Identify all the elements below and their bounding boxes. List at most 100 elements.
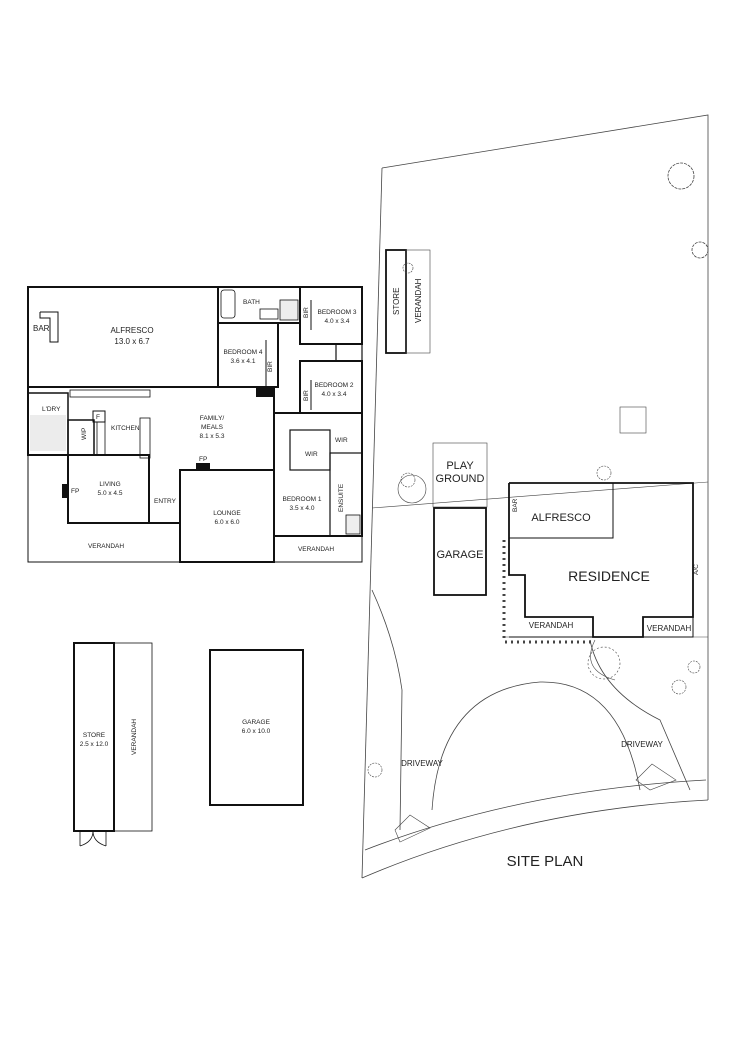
front-boundary-inner — [364, 779, 707, 851]
house-labels: ALFRESCO 13.0 x 6.7 BAR BATH BEDROOM 3 4… — [33, 299, 357, 553]
wip-label: WIP — [81, 428, 88, 440]
wir1-room — [289, 429, 331, 471]
site-alfresco-label: ALFRESCO — [531, 512, 591, 524]
bar-label: BAR — [33, 324, 50, 333]
entry-label: ENTRY — [154, 498, 177, 505]
garden-curve — [590, 639, 616, 681]
tree-5 — [596, 465, 612, 481]
bedroom4-size: 3.6 x 4.1 — [231, 358, 256, 365]
garage-size: 6.0 x 10.0 — [242, 728, 271, 735]
site-verandah-label: VERANDAH — [414, 278, 423, 323]
alfresco-label: ALFRESCO — [110, 326, 153, 335]
tree-1 — [667, 162, 695, 190]
vanity — [259, 308, 279, 320]
kitchen-bench-top — [69, 389, 151, 398]
site-verandah-right — [642, 616, 694, 638]
fp-family-label: FP — [199, 456, 207, 463]
site-plan — [361, 114, 709, 879]
tree-3 — [402, 262, 414, 274]
site-garage — [433, 507, 487, 596]
driveway-right-label: DRIVEWAY — [621, 740, 663, 749]
laundry-floor — [30, 415, 66, 451]
site-labels: STORE VERANDAH PLAY GROUND GARAGE ALFRES… — [392, 278, 700, 870]
wc-room — [335, 343, 363, 362]
garage-label: GARAGE — [242, 719, 270, 726]
residence-label: RESIDENCE — [568, 568, 650, 584]
driveway-pad-left — [394, 814, 431, 843]
alfresco-size: 13.0 x 6.7 — [114, 337, 150, 346]
tree-4 — [400, 472, 416, 488]
play-ground — [432, 442, 488, 508]
driveway-right — [589, 639, 691, 791]
ac-label: A/C — [693, 564, 700, 575]
bedroom2-size: 4.0 x 3.4 — [322, 391, 347, 398]
property-boundary-left — [361, 167, 383, 879]
site-verandah — [405, 249, 431, 354]
lounge-size: 6.0 x 6.0 — [215, 519, 240, 526]
site-square — [619, 406, 647, 434]
bedroom4-label: BEDROOM 4 — [223, 349, 262, 356]
living-label: LIVING — [99, 481, 120, 488]
bedroom3-room — [299, 286, 363, 345]
store-label: STORE — [83, 732, 106, 739]
site-verandah-front-label: VERANDAH — [529, 621, 574, 630]
garden-cluster — [587, 646, 621, 680]
ensuite-label: ENSUITE — [338, 483, 345, 512]
residence-outline — [508, 482, 694, 638]
bedroom3-label: BEDROOM 3 — [317, 309, 356, 316]
bedroom1-label: BEDROOM 1 — [282, 496, 321, 503]
site-garage-label: GARAGE — [436, 549, 483, 561]
living-size: 5.0 x 4.5 — [98, 490, 123, 497]
store-building — [73, 642, 153, 847]
tree-2 — [691, 241, 709, 259]
front-boundary — [361, 799, 709, 879]
driveway-pad-right — [635, 763, 677, 791]
store-size: 2.5 x 12.0 — [80, 741, 109, 748]
store-verandah-label: VERANDAH — [131, 719, 138, 755]
play-label: PLAY — [446, 460, 474, 472]
garage-building — [209, 649, 304, 806]
ground-label: GROUND — [436, 473, 485, 485]
meals-label: MEALS — [201, 424, 224, 431]
kitchen-island — [139, 417, 151, 459]
store-doors — [79, 830, 107, 847]
fence-line — [371, 481, 709, 509]
bedroom1-size: 3.5 x 4.0 — [290, 505, 315, 512]
verandah-outline — [27, 455, 180, 563]
site-alfresco-outline — [509, 483, 614, 539]
lounge-label: LOUNGE — [213, 510, 241, 517]
fp-living-label: FP — [71, 488, 79, 495]
bedroom3-size: 4.0 x 3.4 — [325, 318, 350, 325]
family-label: FAMILY/ — [200, 415, 225, 422]
bath-label: BATH — [243, 299, 260, 306]
property-boundary — [381, 114, 709, 800]
tree-6 — [687, 660, 701, 674]
wir-top-label: WIR — [335, 437, 348, 444]
bir2-label: BIR — [303, 390, 310, 401]
store-verandah — [113, 642, 153, 832]
bathtub — [220, 289, 236, 319]
bir4-label: BIR — [267, 361, 274, 372]
wir-left-label: WIR — [305, 451, 318, 458]
site-store-label: STORE — [392, 288, 401, 315]
ensuite-shower — [345, 514, 361, 535]
fireplace-top — [256, 387, 274, 397]
pool-circle — [397, 474, 427, 504]
kitchen-label: KITCHEN — [111, 425, 140, 432]
family-size: 8.1 x 5.3 — [200, 433, 225, 440]
house-floor-plan — [27, 286, 363, 563]
bedroom2-label: BEDROOM 2 — [314, 382, 353, 389]
verandah-right-label: VERANDAH — [298, 546, 334, 553]
site-verandah-right-label: VERANDAH — [647, 624, 692, 633]
ldry-label: L'DRY — [42, 406, 61, 413]
shower — [279, 299, 299, 321]
tree-8 — [367, 762, 383, 778]
living-room — [67, 454, 150, 524]
site-bar-label: BAR — [512, 498, 519, 512]
driveway-left — [371, 589, 403, 831]
verandah-left-label: VERANDAH — [88, 543, 124, 550]
site-plan-title: SITE PLAN — [507, 853, 584, 870]
bar-counter — [39, 311, 59, 343]
fireplace-family — [196, 463, 210, 470]
